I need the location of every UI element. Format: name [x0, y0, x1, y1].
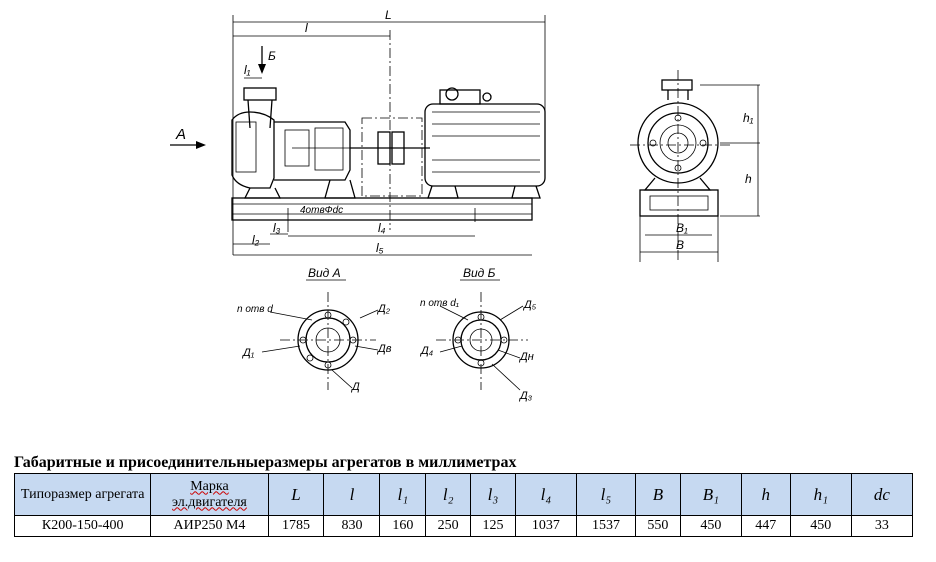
cell-l1: 160	[379, 515, 427, 537]
cell-l3: 125	[470, 515, 516, 537]
holes-label: 4отвФdc	[300, 205, 343, 216]
dimensions-table: Типоразмер агрегата Марка эл.двигателя L…	[13, 473, 914, 537]
dim-label-l5: l₅	[376, 241, 384, 255]
header-type: Типоразмер агрегата	[13, 473, 152, 516]
dim-label-l4: l₄	[378, 221, 386, 235]
side-view: L l l₁ Б А	[170, 8, 546, 256]
D2-label: Д₂	[376, 303, 391, 315]
header-motor: Марка эл.двигателя	[150, 473, 269, 516]
view-b: Вид Б n отв d₁ Д₅ Д₄ Дн Д₃	[419, 266, 537, 402]
D-label: Д	[350, 381, 360, 393]
cell-l2: 250	[425, 515, 472, 537]
pump-unit-drawing: L l l₁ Б А	[170, 8, 760, 402]
dim-label-l2: l₂	[252, 233, 260, 247]
dim-label-L: L	[385, 8, 392, 22]
cell-h: 447	[740, 515, 791, 537]
D4-label: Д₄	[419, 345, 433, 357]
holes-d-label: n отв d	[237, 304, 273, 315]
dim-label-l: l	[305, 21, 308, 35]
header-h: h	[740, 473, 791, 516]
header-l2: l₂	[425, 473, 472, 516]
table-row: К200-150-400 АИР250 М4 1785 830 160 250 …	[13, 515, 914, 537]
table-header-row: Типоразмер агрегата Марка эл.двигателя L…	[13, 473, 914, 516]
Dv-label: Дв	[376, 343, 392, 355]
dim-label-B1: B₁	[676, 221, 688, 235]
dim-label-l3: l₃	[273, 221, 281, 235]
view-b-arrow-label: Б	[268, 49, 276, 63]
dim-label-l1: l₁	[244, 63, 251, 77]
cell-type: К200-150-400	[13, 515, 152, 537]
cell-motor: АИР250 М4	[150, 515, 269, 537]
view-a: Вид А n отв d Д₂ Дв Д₁ Д	[237, 266, 392, 393]
header-l1: l₁	[379, 473, 427, 516]
table-caption: Габаритные и присоединительныеразмеры аг…	[14, 454, 517, 471]
front-view: h₁ h B₁ B	[630, 70, 760, 262]
cell-l5: 1537	[575, 515, 637, 537]
D1-label: Д₁	[241, 347, 255, 359]
header-l3: l₃	[470, 473, 516, 516]
cell-h1: 450	[789, 515, 852, 537]
view-a-arrow-label: А	[175, 126, 186, 143]
view-a-title: Вид А	[308, 266, 341, 280]
cell-dc: 33	[850, 515, 914, 537]
view-b-title: Вид Б	[463, 266, 496, 280]
cell-B: 550	[635, 515, 681, 537]
D5-label: Д₅	[522, 299, 537, 311]
dim-label-h: h	[745, 172, 752, 186]
header-B1: B₁	[679, 473, 742, 516]
cell-l4: 1037	[514, 515, 577, 537]
dim-label-h1: h₁	[743, 111, 754, 125]
cell-L: 1785	[267, 515, 325, 537]
cell-l: 830	[323, 515, 381, 537]
header-l: l	[323, 473, 381, 516]
dim-label-B: B	[676, 238, 684, 252]
header-B: B	[635, 473, 681, 516]
header-L: L	[267, 473, 325, 516]
header-h1: h₁	[789, 473, 852, 516]
header-l5: l₅	[575, 473, 637, 516]
header-l4: l₄	[514, 473, 577, 516]
cell-B1: 450	[679, 515, 742, 537]
Dn-label: Дн	[518, 351, 534, 363]
holes-d1-label: n отв d₁	[420, 298, 459, 309]
header-dc: dc	[850, 473, 914, 516]
D3-label: Д₃	[518, 390, 533, 402]
